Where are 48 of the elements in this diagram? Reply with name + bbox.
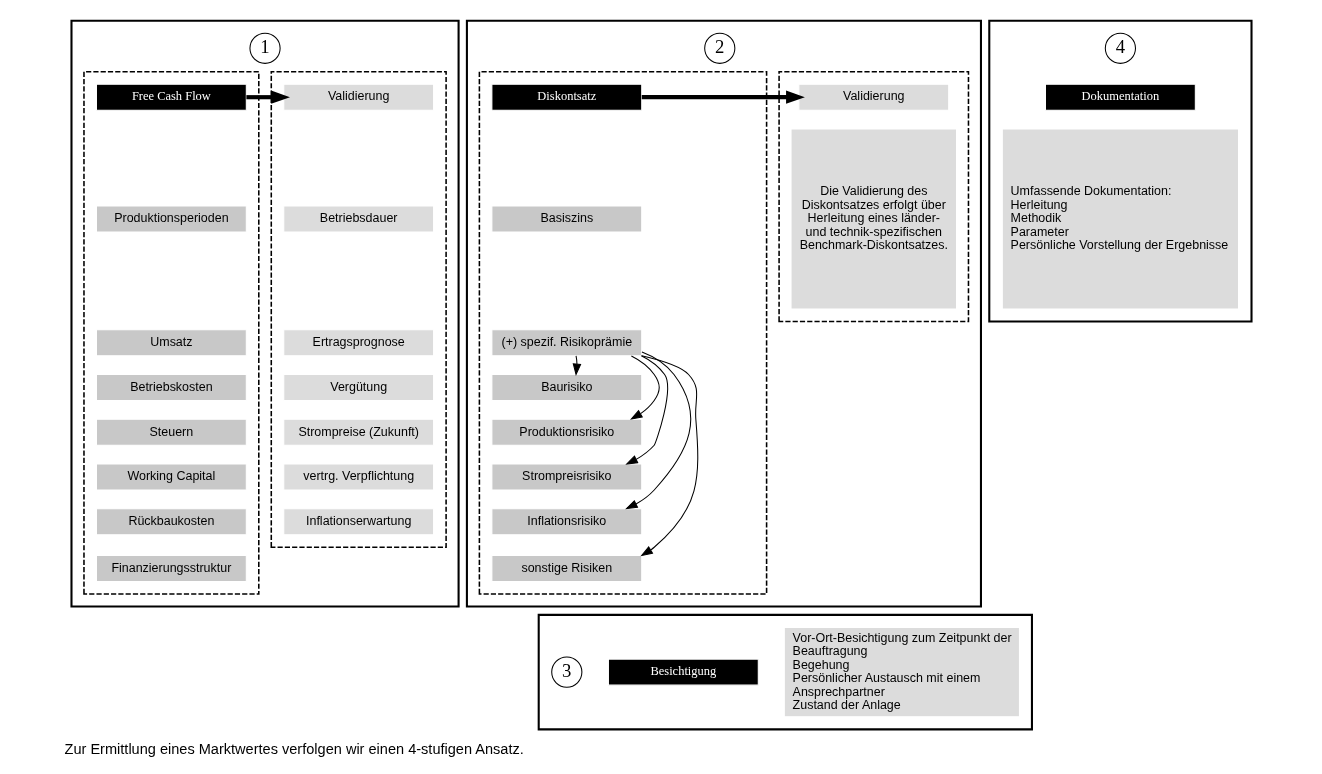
node-box: Finanzierungsstruktur [95,555,247,583]
node-box: Vor-Ort-Besichtigung zum Zeitpunkt der Beauftragung Begehung Persönlicher Austausch mit einem Ansprechpartner Zustand der Anlage [783,626,1020,718]
node-box: Basiszins [490,205,642,233]
node-box: Rückbaukosten [95,508,247,536]
node-box: Produktionsrisiko [490,418,642,446]
node-box: Steuern [95,418,247,446]
node-box: sonstige Risiken [490,555,642,583]
node-box: Strompreisrisiko [490,463,642,491]
arrow [639,355,698,557]
cluster [537,613,1033,731]
cluster [82,70,260,595]
node-box: Vergütung [282,374,434,402]
arrow [641,90,805,104]
cluster [478,70,767,595]
cluster [777,70,969,323]
node-box: Inflationserwartung [282,508,434,536]
arrow [629,355,660,420]
cluster [465,19,982,608]
node-circle: 1 [248,32,281,64]
node-box: vertrg. Verpflichtung [282,463,434,491]
node-box: Validierung [282,83,434,111]
node-circle: 3 [550,656,582,688]
arrow [572,355,581,377]
node-box: Inflationsrisiko [490,508,642,536]
node-box: Working Capital [95,463,247,491]
arrow [624,351,691,510]
node-circle: 2 [703,32,735,64]
cluster [69,19,460,608]
node-box: Diskontsatz [490,83,642,111]
node-box: Die Validierung des Diskontsatzes erfolgt über Herleitung eines länder- und technik-spezifischen Benchmark-Diskontsatzes. [790,128,957,310]
arrow [624,355,668,465]
cluster [987,19,1253,323]
node-box: Betriebskosten [95,374,247,402]
node-box: (+) spezif. Risikoprämie [490,329,642,357]
node-box: Ertragsprognose [282,329,434,357]
node-box: Betriebsdauer [282,205,434,233]
node-box: Produktionsperioden [95,205,247,233]
node-circle: 4 [1104,32,1136,64]
node-box: Baurisiko [490,374,642,402]
node-box: Validierung [797,83,949,111]
node-box: Umsatz [95,329,247,357]
node-box: Strompreise (Zukunft) [282,418,434,446]
node-box: Free Cash Flow [95,83,247,111]
caption: Zur Ermittlung eines Marktwertes verfolgen wir einen 4-stufigen Ansatz. [64,740,524,757]
node-box: Besichtigung [607,658,759,686]
node-box: Dokumentation [1044,83,1196,111]
arrow [245,90,290,104]
node-box: Umfassende Dokumentation: Herleitung Methodik Parameter Persönliche Vorstellung der Ergebnisse [1001,128,1239,310]
